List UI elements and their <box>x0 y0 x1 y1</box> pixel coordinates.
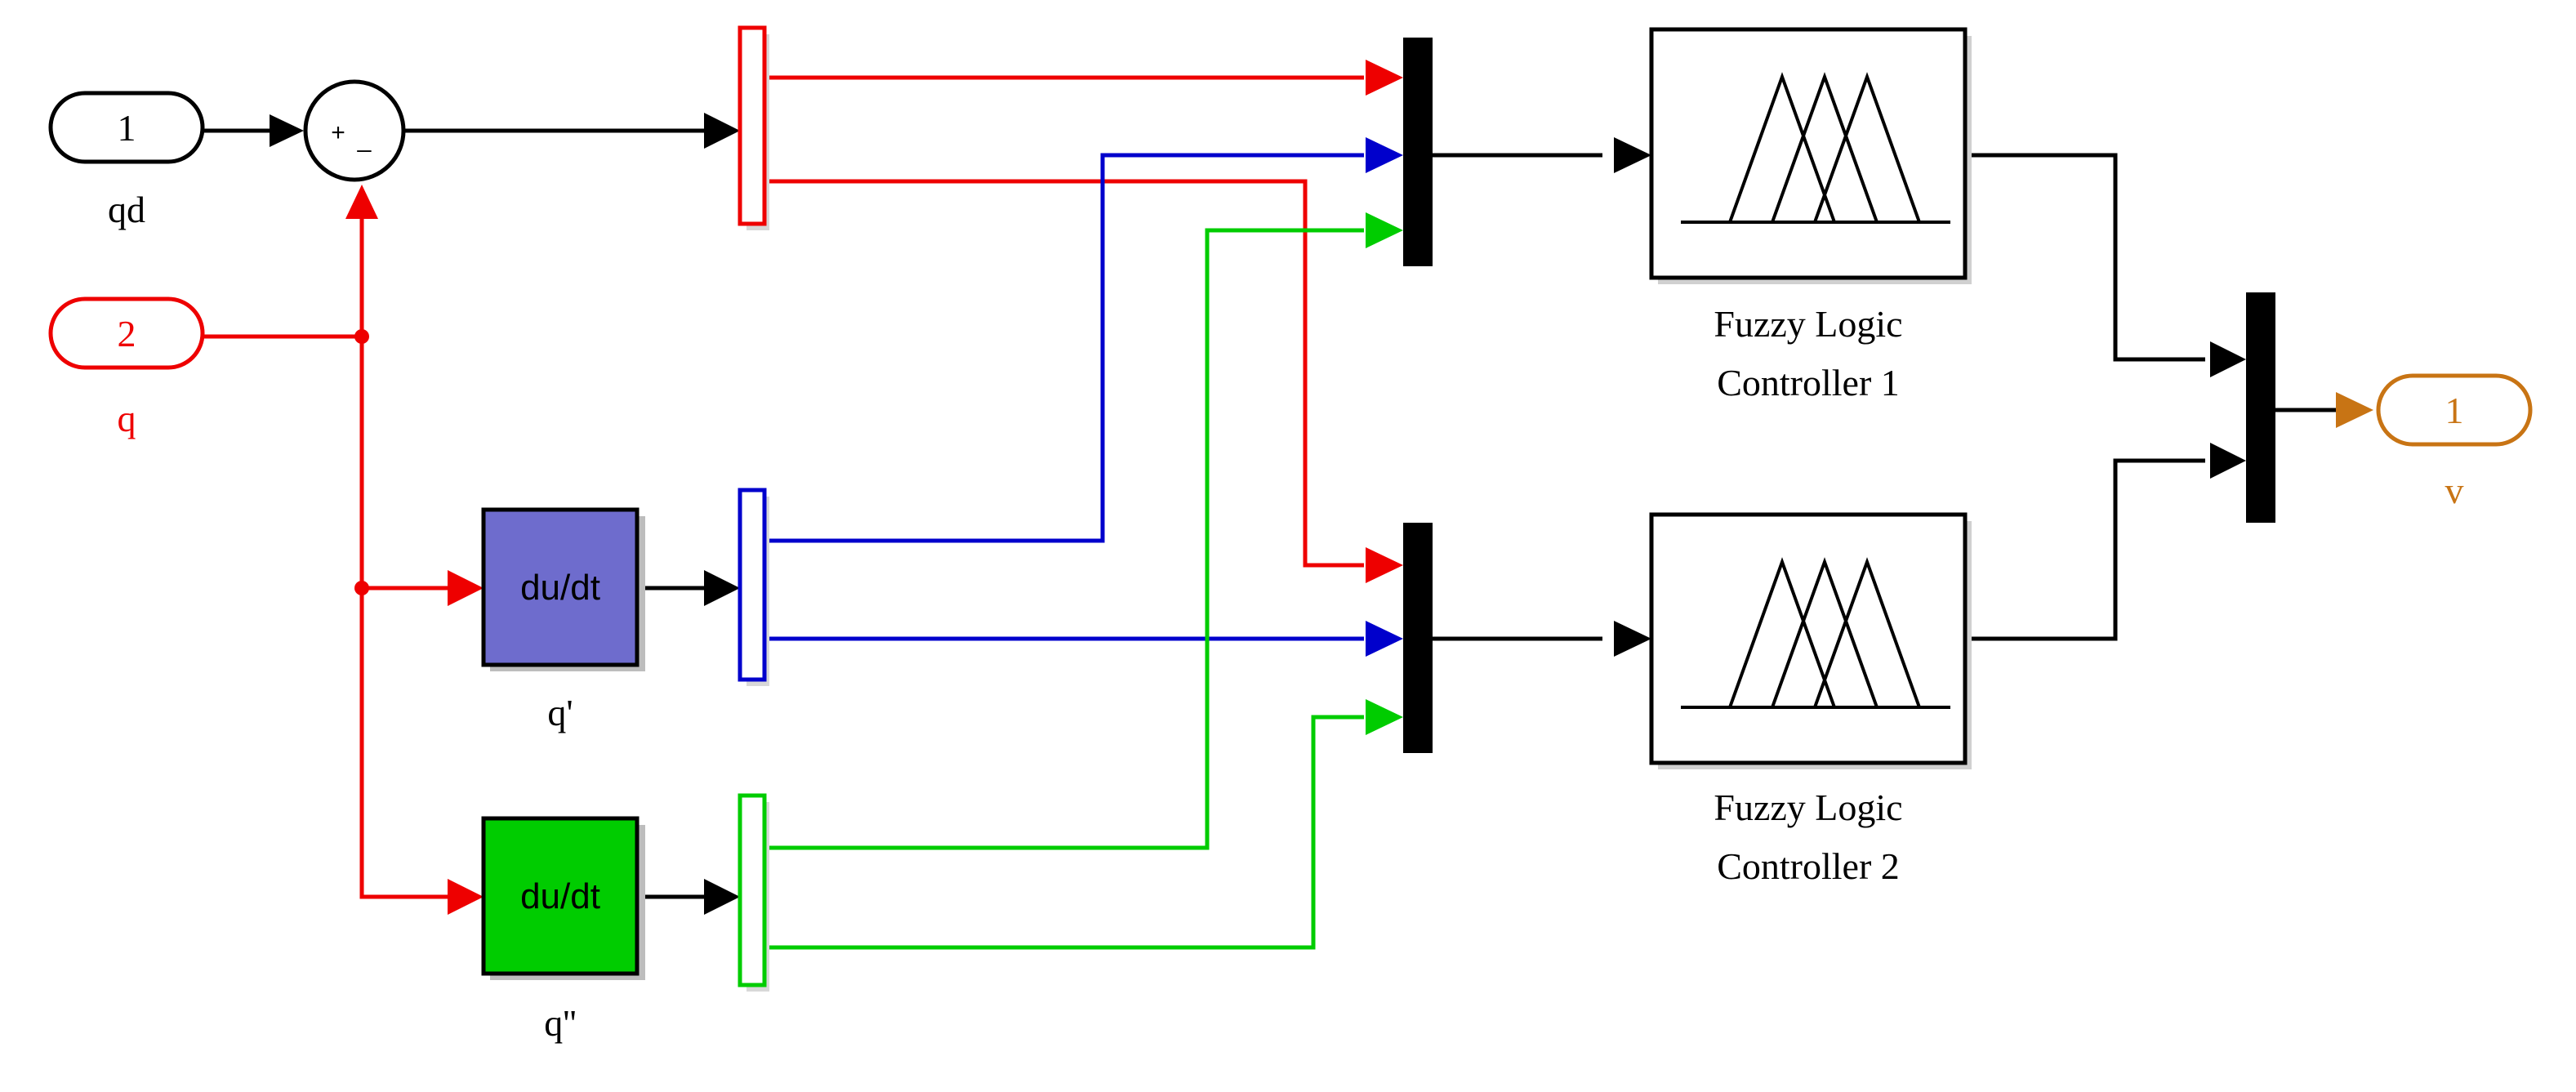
line-dde-to-mux2[interactable] <box>764 715 1364 950</box>
line-fuzzy2-to-outmux[interactable] <box>1967 458 2205 641</box>
fuzzy-controller-2-label-line1: Fuzzy Logic <box>1714 787 1902 828</box>
line-q-trunk[interactable] <box>359 337 448 899</box>
inport-2[interactable]: 2 q <box>48 296 205 439</box>
inport-1-label: qd <box>108 189 145 230</box>
arrow-into-outmux-2 <box>2210 443 2246 479</box>
mux-output[interactable] <box>2246 292 2275 523</box>
outport-1-label: v <box>2445 470 2464 511</box>
outport-1-number: 1 <box>2445 390 2464 431</box>
arrow-into-mux2-dde <box>1366 699 1403 735</box>
line-de-to-mux1[interactable] <box>764 153 1364 543</box>
inport-2-shape[interactable] <box>48 296 205 370</box>
fuzzy-controller-2-label-line2: Controller 2 <box>1717 845 1900 887</box>
arrow-into-demux-de <box>704 570 740 606</box>
arrow-into-derivative-1 <box>448 570 484 606</box>
sum-minus-sign: _ <box>357 126 372 153</box>
sum-block-shape[interactable] <box>303 79 406 182</box>
demux-derivative-2[interactable] <box>738 793 769 992</box>
inport-1-number: 1 <box>118 107 136 149</box>
mux-controller-2[interactable] <box>1403 523 1433 753</box>
derivative-block-2-label: q'' <box>544 1002 577 1044</box>
arrow-into-outport-v <box>2336 392 2373 428</box>
sum-block[interactable]: + _ <box>303 79 406 182</box>
demux-derivative-2-shape[interactable] <box>738 793 767 987</box>
demux-derivative-1-shape[interactable] <box>738 488 767 682</box>
arrow-into-derivative-2 <box>448 879 484 915</box>
derivative-block-1-shape[interactable] <box>481 507 640 667</box>
demux-error-shape[interactable] <box>738 25 767 226</box>
sum-plus-sign: + <box>331 119 345 146</box>
branch-points <box>354 329 369 595</box>
arrow-into-fuzzy1 <box>1614 137 1651 173</box>
arrow-into-outmux-1 <box>2210 341 2246 377</box>
junction-q-top <box>354 329 369 344</box>
arrow-into-demux-dde <box>704 879 740 915</box>
junction-q-mid <box>354 581 369 595</box>
fuzzy-logic-controller-2[interactable]: Fuzzy Logic Controller 2 <box>1649 512 1972 887</box>
arrow-into-mux1-de <box>1366 137 1403 173</box>
membership-functions-icon <box>1681 557 1950 709</box>
fuzzy-controller-1-label-line1: Fuzzy Logic <box>1714 303 1902 345</box>
fuzzy-logic-controller-1[interactable]: Fuzzy Logic Controller 1 <box>1649 27 1972 403</box>
arrow-into-demux-error <box>704 113 740 149</box>
demux-derivative-1[interactable] <box>738 488 769 686</box>
inport-1-shape[interactable] <box>48 91 205 164</box>
membership-functions-icon <box>1681 72 1950 224</box>
arrow-into-sum-minus <box>345 185 378 219</box>
line-fuzzy1-to-outmux[interactable] <box>1967 153 2205 362</box>
outport-1-shape[interactable] <box>2376 373 2533 447</box>
arrow-into-sum <box>270 114 304 147</box>
derivative-block-2-text: du/dt <box>520 876 600 916</box>
signal-lines <box>203 75 2336 950</box>
inport-1[interactable]: 1 qd <box>48 91 205 230</box>
arrow-into-mux1-dde <box>1366 212 1403 248</box>
inport-2-label: q <box>118 398 136 439</box>
line-dde-to-mux1[interactable] <box>764 228 1364 850</box>
derivative-block-1[interactable]: du/dt q' <box>481 507 645 733</box>
derivative-block-2[interactable]: du/dt q'' <box>481 816 645 1044</box>
derivative-block-2-shape[interactable] <box>481 816 640 976</box>
inport-2-number: 2 <box>118 313 136 354</box>
arrow-into-fuzzy2 <box>1614 621 1651 657</box>
arrow-into-mux2-e <box>1366 547 1403 583</box>
arrowheads <box>270 60 2373 915</box>
line-e-to-mux2[interactable] <box>764 179 1364 568</box>
derivative-block-1-text: du/dt <box>520 568 600 608</box>
derivative-block-1-label: q' <box>547 692 573 733</box>
fuzzy-controller-1-label-line2: Controller 1 <box>1717 362 1900 403</box>
arrow-into-mux1-e <box>1366 60 1403 96</box>
outport-1[interactable]: 1 v <box>2376 373 2533 511</box>
demux-error[interactable] <box>738 25 769 230</box>
mux-controller-1[interactable] <box>1403 38 1433 266</box>
arrow-into-mux2-de <box>1366 621 1403 657</box>
